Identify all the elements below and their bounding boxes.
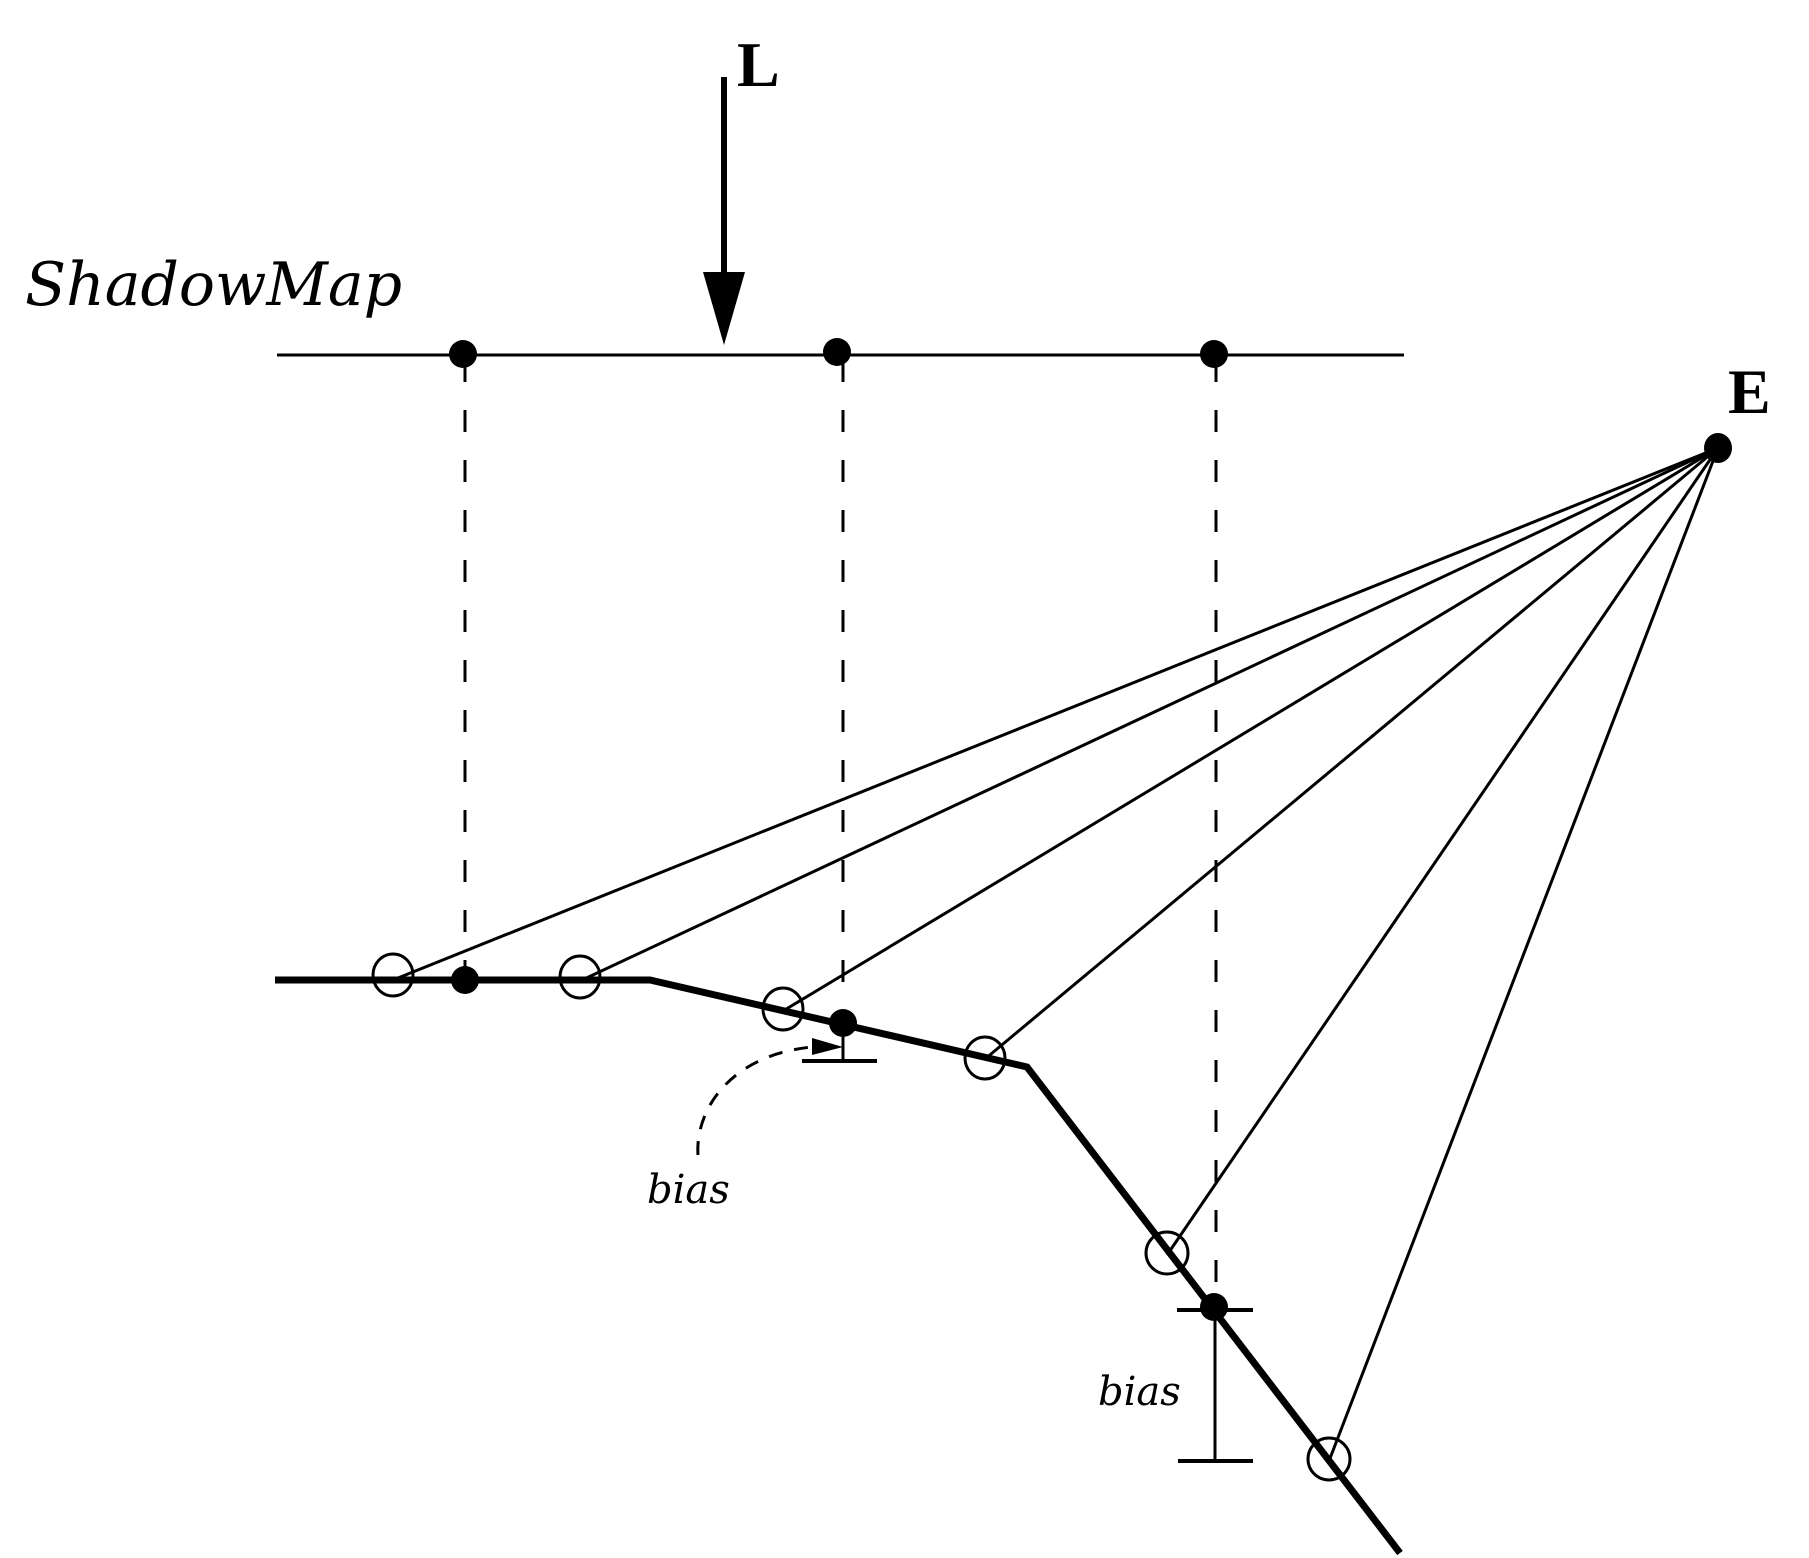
eye-point	[1704, 433, 1732, 463]
view-sample-3	[761, 986, 805, 1032]
surface-depth-sample-3	[1200, 1293, 1228, 1321]
shadow-map-sample-3	[1200, 340, 1228, 368]
eye-rays	[392, 446, 1720, 1462]
light-direction-arrow	[703, 77, 745, 345]
eye-label: E	[1728, 356, 1771, 427]
eye-ray-2	[579, 446, 1719, 983]
eye-ray-6	[1327, 447, 1720, 1462]
bias-marker-large	[1177, 1308, 1253, 1463]
surface	[275, 976, 1403, 1556]
light-label: L	[737, 29, 780, 100]
eye-ray-5	[1165, 447, 1720, 1256]
view-sample-6	[1306, 1436, 1352, 1482]
surface-depth-samples	[451, 966, 1228, 1321]
bias-label-lower: bias	[1098, 1369, 1181, 1415]
shadow-map-sample-1	[449, 340, 477, 368]
view-sample-4	[963, 1035, 1007, 1081]
view-sample-1	[371, 952, 415, 998]
eye-ray-1	[392, 446, 1719, 982]
bias-marker-small	[696, 1030, 877, 1156]
eye-ray-4	[984, 446, 1719, 1061]
surface-depth-sample-1	[451, 966, 479, 994]
eye-ray-3	[782, 446, 1719, 1013]
view-sample-2	[558, 954, 602, 1000]
shadow-map-sample-2	[823, 338, 851, 366]
bias-leader-curve	[696, 1045, 813, 1156]
bias-label-upper: bias	[647, 1167, 730, 1213]
shadow-map-samples	[449, 338, 1228, 368]
shadow-map-label: ShadowMap	[25, 250, 402, 320]
surface-depth-sample-2	[829, 1009, 857, 1037]
view-samples	[371, 952, 1352, 1482]
view-sample-5	[1144, 1230, 1190, 1276]
